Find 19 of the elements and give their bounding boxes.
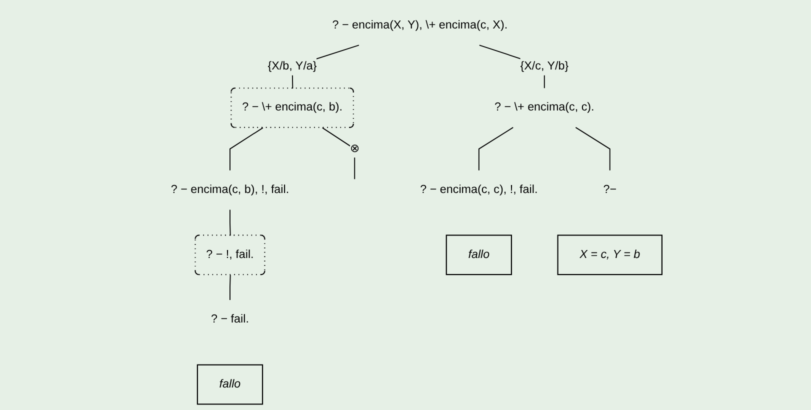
connector (575, 126, 610, 171)
edge-label: {X/c, Y/b} (520, 60, 569, 72)
node-text: ? − \+ encima(c, c). (494, 101, 594, 114)
connector (230, 127, 264, 171)
connector (478, 126, 514, 171)
node-box: fallo (446, 234, 512, 276)
node-text: ? − encima(c, b), !, fail. (170, 184, 290, 196)
node-text: ? − encima(c, c), !, fail. (420, 184, 538, 196)
connector (230, 209, 231, 236)
connector (230, 274, 231, 300)
node-text: ? − \+ encima(c, b). (242, 101, 342, 114)
edge-label: ⊗ (350, 142, 360, 155)
node-text: ? − fail. (211, 313, 249, 326)
node-box: X = c, Y = b (557, 234, 662, 276)
node-box: fallo (196, 364, 264, 405)
node-text: ? − encima(X, Y), \+ encima(c, X). (332, 18, 508, 32)
edge-label: {X/b, Y/a} (268, 60, 317, 72)
node-text: ? − !, fail. (206, 248, 254, 261)
node-text: ?− (603, 184, 617, 196)
